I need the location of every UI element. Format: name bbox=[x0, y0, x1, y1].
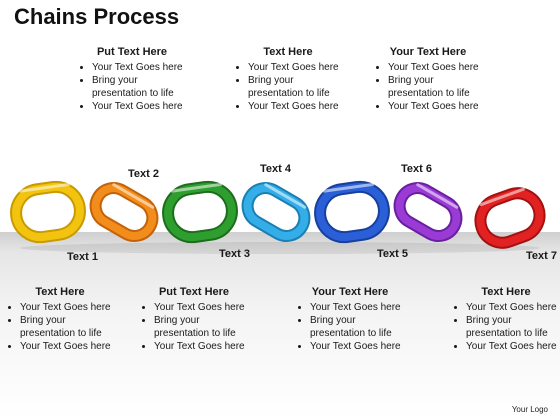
block-heading: Your Text Here bbox=[311, 286, 389, 298]
chain-diagram bbox=[10, 180, 546, 254]
block-heading: Text Here bbox=[35, 286, 85, 298]
bullet-item: Bring your presentation to life bbox=[388, 74, 488, 100]
bullet-item: Your Text Goes here bbox=[92, 61, 192, 74]
bullet-item: Your Text Goes here bbox=[310, 340, 410, 353]
bottom-block-4: Text Here Your Text Goes here Bring your… bbox=[446, 286, 560, 353]
bullet-list: Your Text Goes here Bring your presentat… bbox=[134, 301, 254, 353]
bullet-item: Your Text Goes here bbox=[466, 340, 560, 353]
link-label-4: Text 4 bbox=[260, 163, 291, 175]
chain-link-7 bbox=[474, 187, 546, 249]
bullet-item: Your Text Goes here bbox=[310, 301, 410, 314]
chain-link-3 bbox=[162, 180, 238, 244]
chain-link-1 bbox=[10, 180, 86, 244]
bullet-item: Bring your presentation to life bbox=[92, 74, 192, 100]
bullet-list: Your Text Goes here Bring your presentat… bbox=[228, 61, 348, 113]
bullet-item: Your Text Goes here bbox=[388, 100, 488, 113]
page-title: Chains Process bbox=[14, 4, 180, 29]
bullet-item: Your Text Goes here bbox=[154, 340, 254, 353]
bullet-item: Your Text Goes here bbox=[20, 301, 120, 314]
bottom-block-3: Your Text Here Your Text Goes here Bring… bbox=[290, 286, 410, 353]
link-label-1: Text 1 bbox=[67, 251, 98, 263]
chain-link-2 bbox=[89, 182, 159, 242]
bullet-item: Bring your presentation to life bbox=[466, 314, 560, 340]
bottom-block-2: Put Text Here Your Text Goes here Bring … bbox=[134, 286, 254, 353]
bullet-item: Bring your presentation to life bbox=[20, 314, 120, 340]
bullet-item: Bring your presentation to life bbox=[310, 314, 410, 340]
chain-shadow bbox=[20, 242, 540, 254]
top-block-2: Text Here Your Text Goes here Bring your… bbox=[228, 46, 348, 113]
block-heading: Text Here bbox=[481, 286, 531, 298]
bullet-item: Bring your presentation to life bbox=[248, 74, 348, 100]
bullet-item: Your Text Goes here bbox=[92, 100, 192, 113]
bullet-list: Your Text Goes here Bring your presentat… bbox=[290, 301, 410, 353]
top-block-1: Put Text Here Your Text Goes here Bring … bbox=[72, 46, 192, 113]
link-label-6: Text 6 bbox=[401, 163, 432, 175]
bullet-item: Bring your presentation to life bbox=[154, 314, 254, 340]
chain-link-5 bbox=[314, 180, 390, 244]
bullet-list: Your Text Goes here Bring your presentat… bbox=[446, 301, 560, 353]
bullet-item: Your Text Goes here bbox=[466, 301, 560, 314]
bullet-item: Your Text Goes here bbox=[388, 61, 488, 74]
bullet-list: Your Text Goes here Bring your presentat… bbox=[368, 61, 488, 113]
bottom-block-1: Text Here Your Text Goes here Bring your… bbox=[0, 286, 120, 353]
bullet-list: Your Text Goes here Bring your presentat… bbox=[72, 61, 192, 113]
chain-link-4 bbox=[241, 182, 311, 242]
block-heading: Text Here bbox=[263, 46, 313, 58]
block-heading: Your Text Here bbox=[389, 46, 467, 58]
logo-text: Your Logo bbox=[511, 405, 548, 414]
link-label-2: Text 2 bbox=[128, 168, 159, 180]
link-label-5: Text 5 bbox=[377, 248, 408, 260]
bullet-list: Your Text Goes here Bring your presentat… bbox=[0, 301, 120, 353]
block-heading: Put Text Here bbox=[158, 286, 230, 298]
link-label-7: Text 7 bbox=[526, 250, 557, 262]
link-label-3: Text 3 bbox=[219, 248, 250, 260]
block-heading: Put Text Here bbox=[96, 46, 168, 58]
bullet-item: Your Text Goes here bbox=[248, 100, 348, 113]
floor-reflection bbox=[0, 232, 560, 420]
bullet-item: Your Text Goes here bbox=[154, 301, 254, 314]
bullet-item: Your Text Goes here bbox=[20, 340, 120, 353]
bullet-item: Your Text Goes here bbox=[248, 61, 348, 74]
chain-link-6 bbox=[393, 182, 463, 242]
top-block-3: Your Text Here Your Text Goes here Bring… bbox=[368, 46, 488, 113]
